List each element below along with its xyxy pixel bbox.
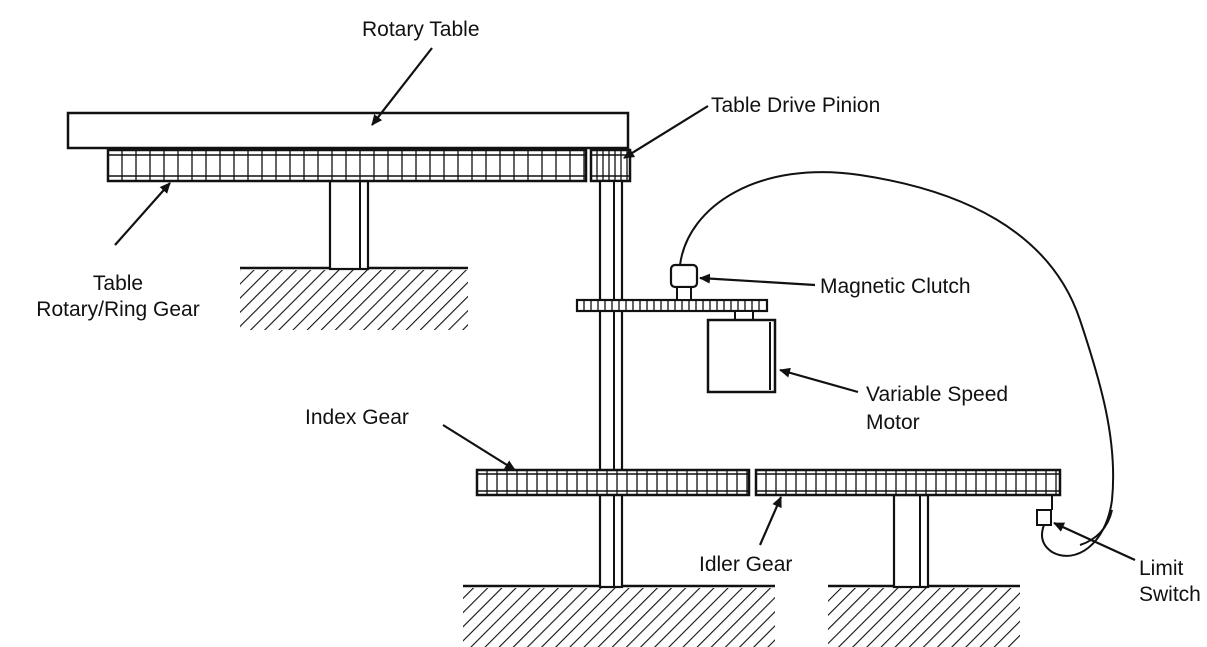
drive-shaft [598, 179, 624, 589]
arrow-variable-speed-motor [779, 367, 859, 394]
motor-gear [575, 298, 769, 313]
table-support-column [328, 179, 370, 271]
limit-switch [1036, 495, 1053, 526]
label-idler-gear: Idler Gear [699, 553, 792, 576]
arrow-rotary-table [371, 47, 433, 126]
control-wire-lower [1079, 509, 1113, 546]
label-table-drive-pinion: Table Drive Pinion [711, 94, 880, 117]
idler-support-column [892, 493, 930, 589]
label-variable-speed-motor-line2: Motor [866, 411, 920, 434]
variable-speed-motor [706, 310, 777, 394]
label-ring-gear-line2: Rotary/Ring Gear [36, 298, 199, 321]
arrow-idler-gear [758, 496, 783, 546]
rotary-table [66, 111, 630, 150]
magnetic-clutch [669, 263, 699, 301]
label-magnetic-clutch: Magnetic Clutch [820, 275, 971, 298]
label-rotary-table: Rotary Table [362, 18, 480, 41]
ground-center [463, 584, 775, 647]
label-index-gear: Index Gear [305, 406, 409, 429]
label-ring-gear-line1: Table [93, 272, 143, 295]
arrow-ring-gear [114, 182, 171, 246]
control-wire [679, 171, 1115, 557]
label-variable-speed-motor-line1: Variable Speed [866, 383, 1008, 406]
label-limit-switch-line2: Switch [1139, 583, 1201, 606]
ground-right [828, 584, 1020, 647]
ground-left [240, 266, 468, 330]
gear-teeth [108, 150, 1060, 495]
arrow-limit-switch [1053, 521, 1136, 562]
arrow-table-drive-pinion [623, 105, 709, 159]
arrow-magnetic-clutch [699, 273, 816, 287]
arrow-index-gear [442, 424, 516, 471]
label-limit-switch-line1: Limit [1139, 557, 1184, 580]
